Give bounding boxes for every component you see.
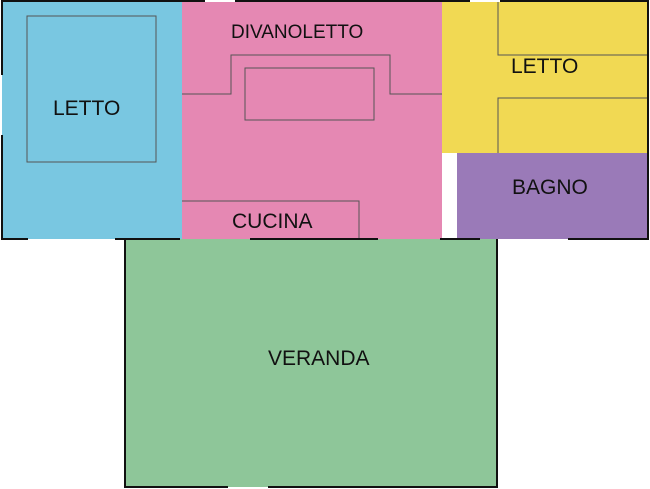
label-bedroom-left: LETTO (53, 97, 120, 120)
label-living: DIVANOLETTO (231, 22, 363, 43)
bed-left-outline (26, 15, 157, 163)
label-bedroom-right: LETTO (511, 55, 578, 78)
room-veranda (125, 239, 498, 487)
bed-right-lower (497, 97, 648, 153)
label-kitchen: CUCINA (232, 210, 313, 233)
room-bathroom (457, 153, 648, 239)
sofa-bed-seat (244, 67, 375, 121)
room-bedroom-right (442, 2, 648, 153)
room-bedroom-left (2, 2, 182, 239)
label-veranda: VERANDA (268, 347, 370, 370)
bed-right-upper (497, 2, 648, 56)
label-bathroom: BAGNO (512, 176, 588, 199)
sofa-bed-outline (182, 54, 442, 95)
kitchen-counter (182, 200, 360, 239)
